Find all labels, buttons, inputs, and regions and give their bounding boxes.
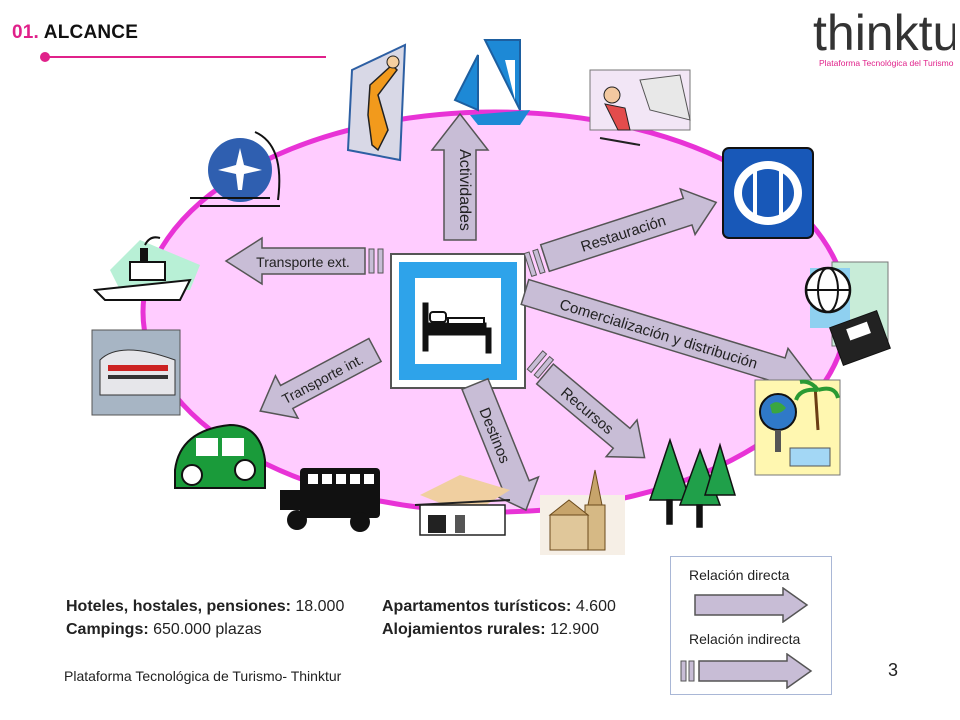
indirect-stripes-transporte-ext: [368, 248, 384, 274]
hoteles-label: Hoteles, hostales, pensiones:: [66, 598, 291, 615]
footer-text: Plataforma Tecnológica de Turismo- Think…: [64, 668, 342, 684]
section-title: ALCANCE: [43, 22, 139, 43]
restaurant-sign-icon: [722, 147, 814, 239]
globe-palm-icon: [754, 379, 841, 476]
legend-box: Relación directa Relación indirecta: [670, 556, 832, 695]
rurales-label: Alojamientos rurales:: [382, 621, 546, 638]
airplane-icon: [190, 131, 281, 207]
thinktur-logo: thinktur Plataforma Tecnológica del Turi…: [813, 5, 955, 68]
arrow-actividades: Actividades: [430, 112, 490, 241]
double-decker-bus-icon: [280, 468, 380, 532]
globe-briefcase-icon: [804, 261, 891, 366]
section-number: 01.: [12, 22, 40, 43]
title-underline: [44, 56, 326, 58]
title-bullet-dot: [40, 52, 50, 62]
legend-direct-arrow: [694, 587, 809, 623]
apartamentos-value: 4.600: [575, 598, 616, 615]
museum-icon: [414, 475, 511, 536]
logo-wordmark: thinktur: [813, 5, 955, 61]
rurales-value: 12.900: [550, 621, 599, 638]
page-title: 01. ALCANCE: [12, 22, 138, 44]
cathedral-icon: [540, 469, 625, 555]
skier-icon: [589, 69, 691, 146]
stats-right: Apartamentos turísticos: 4.600 Alojamien…: [382, 595, 616, 641]
campings-label: Campings:: [66, 621, 149, 638]
page-number: 3: [888, 660, 899, 680]
accommodation-bed-sign: [390, 253, 526, 389]
legend-indirect-label: Relación indirecta: [689, 631, 801, 647]
pine-trees-icon: [648, 437, 737, 528]
campings-value: 650.000 plazas: [153, 621, 262, 638]
apartamentos-label: Apartamentos turísticos:: [382, 598, 572, 615]
arrow-label-actividades: Actividades: [456, 149, 473, 231]
arrow-transporte-ext: Transporte ext.: [224, 236, 366, 286]
hoteles-value: 18.000: [295, 598, 345, 615]
car-icon: [174, 423, 266, 489]
bed-icon: [422, 302, 492, 354]
sailboat-icon: [453, 39, 530, 125]
train-icon: [91, 329, 181, 416]
legend-indirect-arrow: [680, 653, 813, 689]
ship-icon: [92, 236, 200, 301]
climber-icon: [346, 43, 407, 162]
indirect-stripes-recursos: [526, 350, 555, 379]
arrow-label-transporte-ext: Transporte ext.: [256, 254, 350, 270]
indirect-stripes-restauracion: [523, 248, 546, 278]
stats-left: Hoteles, hostales, pensiones: 18.000 Cam…: [66, 595, 344, 641]
legend-direct-label: Relación directa: [689, 567, 790, 583]
logo-tagline: Plataforma Tecnológica del Turismo: [819, 58, 954, 68]
